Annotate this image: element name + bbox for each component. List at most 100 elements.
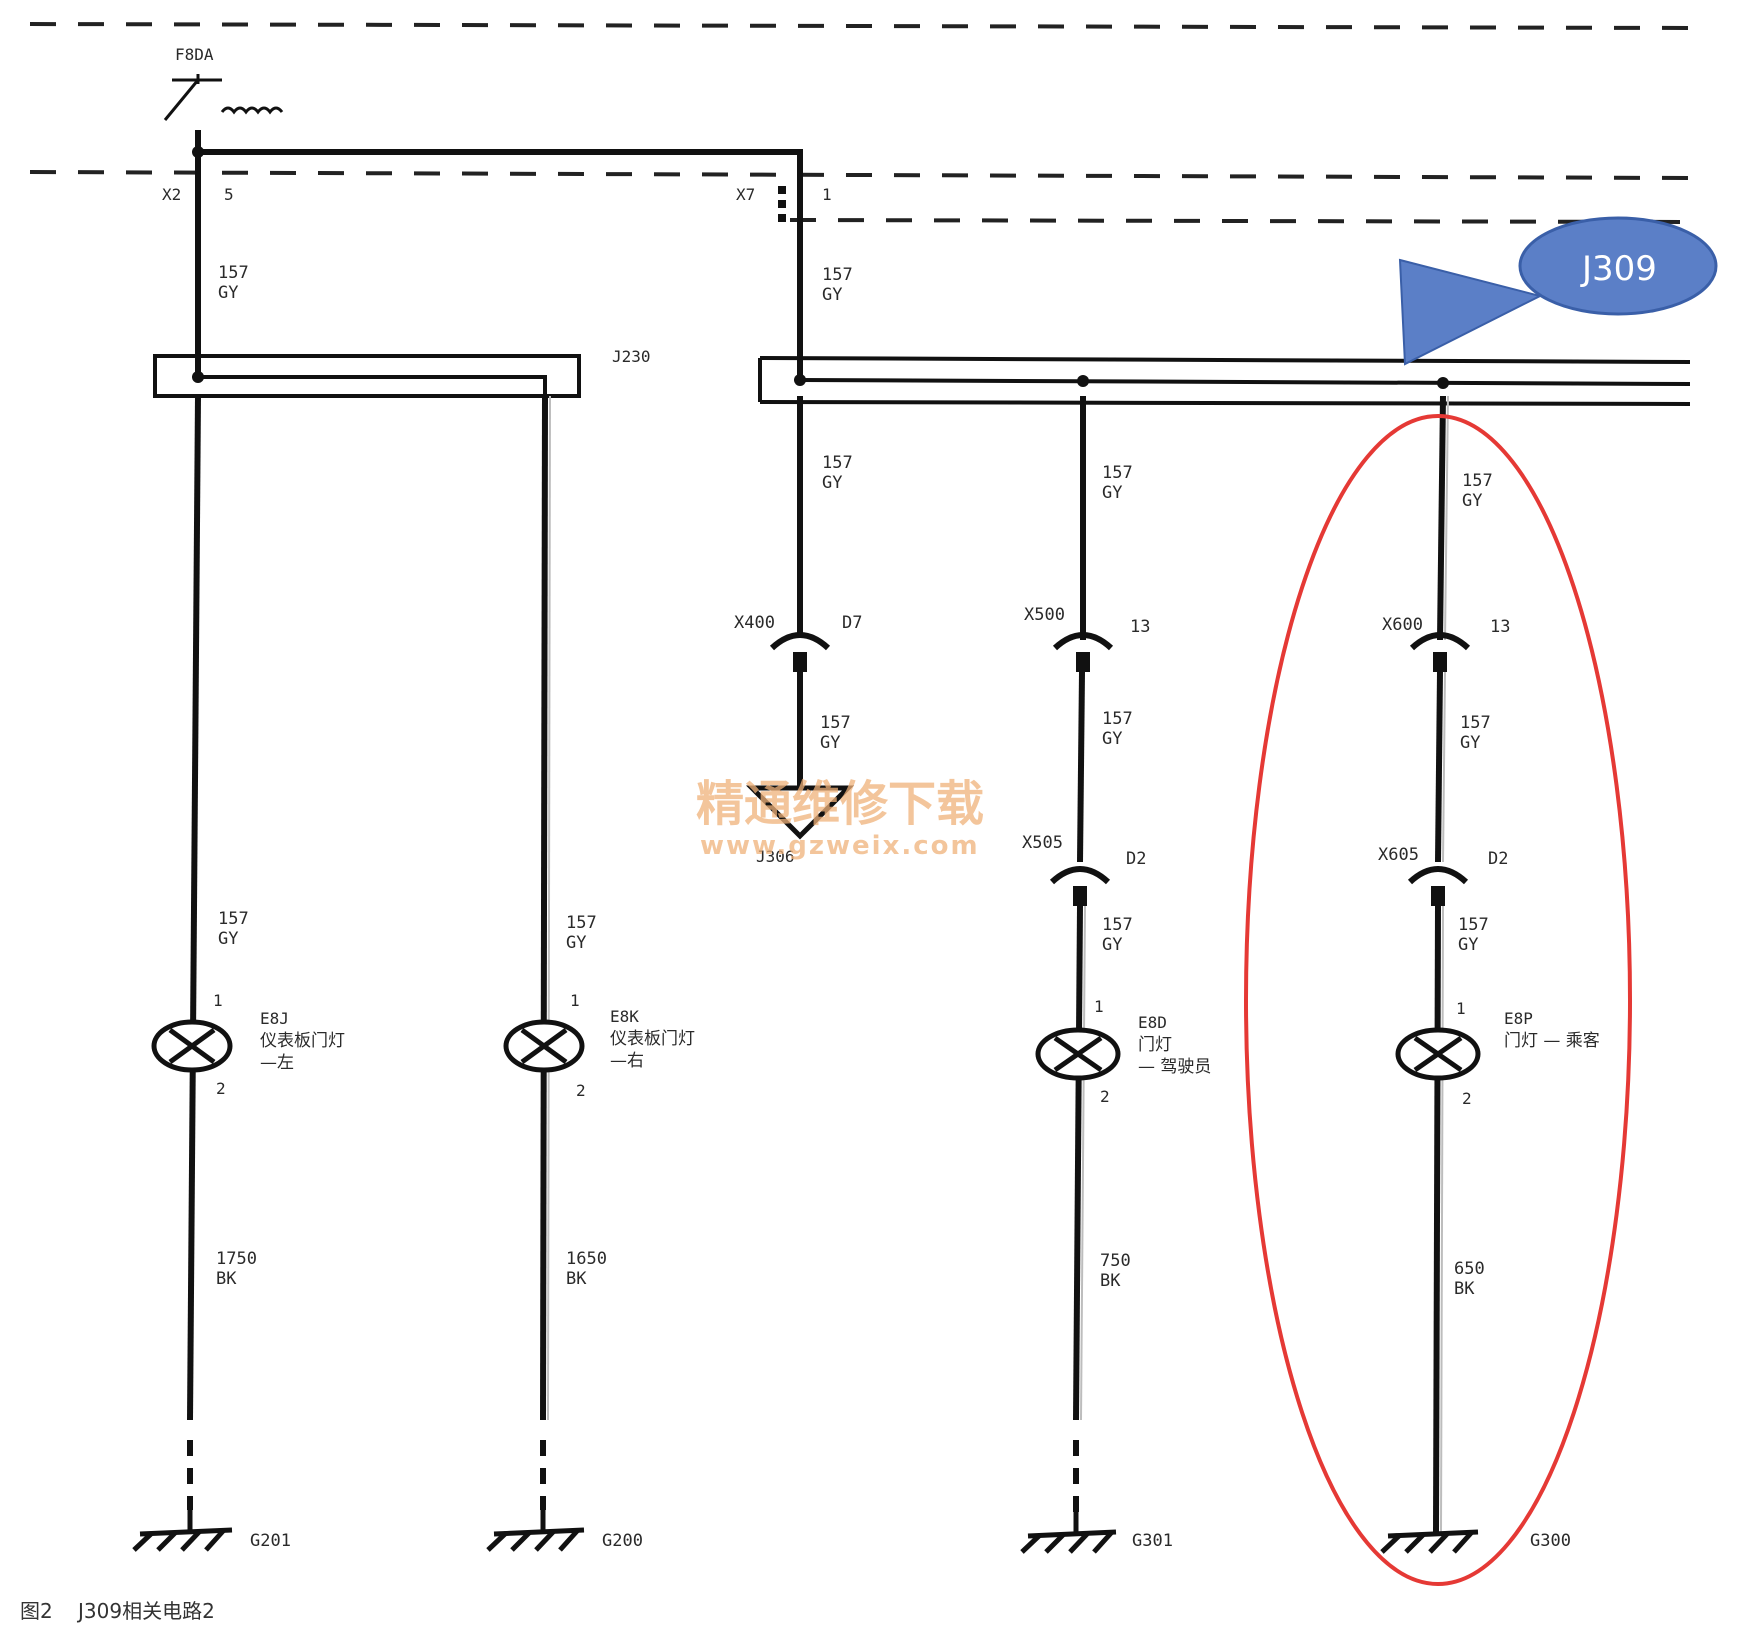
lamp-pin: 2: [216, 1079, 226, 1098]
ground-label: G200: [602, 1531, 643, 1551]
wire-label: 157: [1458, 915, 1489, 935]
connector-x600-icon: [1409, 632, 1471, 672]
wire-color: GY: [1102, 729, 1122, 749]
x2-label: X2: [162, 185, 181, 204]
lamp-id: E8K: [610, 1007, 639, 1026]
j309-module: [758, 356, 1691, 406]
lamp-desc: 门灯: [1138, 1035, 1172, 1055]
wire-color: GY: [822, 473, 842, 493]
ground-g301-icon: [1020, 1512, 1117, 1554]
lamp-pin: 1: [570, 991, 580, 1010]
connector-label: X505: [1022, 833, 1063, 853]
boundary-dashed-top: [29, 22, 1691, 30]
wire-color: BK: [566, 1269, 587, 1289]
wire-e8p: [1437, 395, 1446, 641]
connector-pin: 13: [1490, 617, 1510, 637]
wire-color: GY: [218, 283, 238, 303]
j230-module: [153, 354, 581, 398]
wire-color: GY: [1102, 483, 1122, 503]
wire-label: 157: [820, 713, 851, 733]
wire-label: 157: [1460, 713, 1491, 733]
x7-label: X7: [736, 185, 755, 204]
boundary-dashed-x7: [789, 218, 1691, 224]
highlight-ellipse: [1244, 414, 1632, 1586]
lamp-pin: 1: [1456, 999, 1466, 1018]
connector-x505-icon: [1049, 866, 1111, 906]
wire-color: GY: [820, 733, 840, 753]
j230-label: J230: [612, 347, 651, 366]
ground-g200-icon: [486, 1510, 585, 1552]
connector-pin: D2: [1126, 849, 1146, 869]
lamp-pin: 1: [213, 991, 223, 1010]
j306-label: J306: [756, 847, 795, 866]
wire-label: 157: [1102, 709, 1133, 729]
connector-pin: D2: [1488, 849, 1508, 869]
connector-x605-icon: [1407, 866, 1469, 906]
lamp-desc: 仪表板门灯: [610, 1029, 695, 1049]
wire-label: 157: [1462, 471, 1493, 491]
x7-pin: 1: [822, 185, 832, 204]
lamp-desc: —右: [610, 1051, 644, 1071]
wire-label: 157: [822, 453, 853, 473]
lamp-e8j-icon: [151, 1019, 233, 1073]
ground-g300-icon: [1380, 1529, 1479, 1554]
lamp-e8k-icon: [503, 1019, 585, 1073]
wire-label: 157: [1102, 915, 1133, 935]
watermark-url: www.gzweix.com: [700, 831, 980, 861]
wire-label: 157: [218, 263, 249, 283]
x7-connector-icon: [778, 186, 786, 222]
wire-label: 157: [218, 909, 249, 929]
connector-pin: 13: [1130, 617, 1150, 637]
wire-color: GY: [1102, 935, 1122, 955]
lamp-id: E8P: [1504, 1009, 1533, 1028]
fuse-label: F8DA: [175, 45, 214, 64]
lamp-pin: 2: [576, 1081, 586, 1100]
ground-label: G201: [250, 1531, 291, 1551]
wire-label: 157: [1102, 463, 1133, 483]
connector-pin: D7: [842, 613, 862, 633]
wire-color: BK: [1100, 1271, 1121, 1291]
lamp-desc: — 驾驶员: [1138, 1057, 1211, 1077]
j309-callout: J309: [1398, 216, 1718, 366]
wire-color: GY: [1460, 733, 1480, 753]
boundary-dashed-mid: [29, 170, 1691, 180]
wire-label: 750: [1100, 1251, 1131, 1271]
figure-title: J309相关电路2: [76, 1599, 215, 1623]
lamp-desc: —左: [260, 1053, 294, 1073]
wire-e8k: [540, 395, 548, 1421]
connector-x400-icon: [769, 632, 831, 672]
wire-label: 157: [566, 913, 597, 933]
lamp-desc: 门灯 — 乘客: [1504, 1031, 1600, 1051]
lamp-pin: 2: [1462, 1089, 1472, 1108]
wire-color: GY: [822, 285, 842, 305]
feed-wire-top: [195, 130, 803, 380]
wire-color: BK: [1454, 1279, 1475, 1299]
connector-label: X605: [1378, 845, 1419, 865]
lamp-e8d-icon: [1035, 1027, 1121, 1081]
watermark-cn: 精通维修下载: [696, 776, 984, 832]
lamp-pin: 2: [1100, 1087, 1110, 1106]
ground-g201-icon: [132, 1510, 233, 1552]
connector-label: X600: [1382, 615, 1423, 635]
wire-e8j: [187, 395, 201, 1421]
lamp-id: E8D: [1138, 1013, 1167, 1032]
ground-label: G300: [1530, 1531, 1571, 1551]
figure-number: 图2: [20, 1599, 53, 1623]
j306-arrow-icon: [745, 785, 855, 840]
wire-color: GY: [1462, 491, 1482, 511]
lamp-e8p-icon: [1395, 1027, 1481, 1081]
x2-pin: 5: [224, 185, 234, 204]
connector-label: X500: [1024, 605, 1065, 625]
wire-color: GY: [1458, 935, 1478, 955]
wire-label: 157: [822, 265, 853, 285]
lamp-id: E8J: [260, 1009, 289, 1028]
lamp-pin: 1: [1094, 997, 1104, 1016]
fuse-switch-icon: [163, 74, 284, 121]
lamp-desc: 仪表板门灯: [260, 1031, 345, 1051]
wire-label: 1650: [566, 1249, 607, 1269]
wire-color: GY: [566, 933, 586, 953]
callout-label: J309: [1580, 249, 1657, 289]
wire-color: GY: [218, 929, 238, 949]
wire-color: BK: [216, 1269, 237, 1289]
